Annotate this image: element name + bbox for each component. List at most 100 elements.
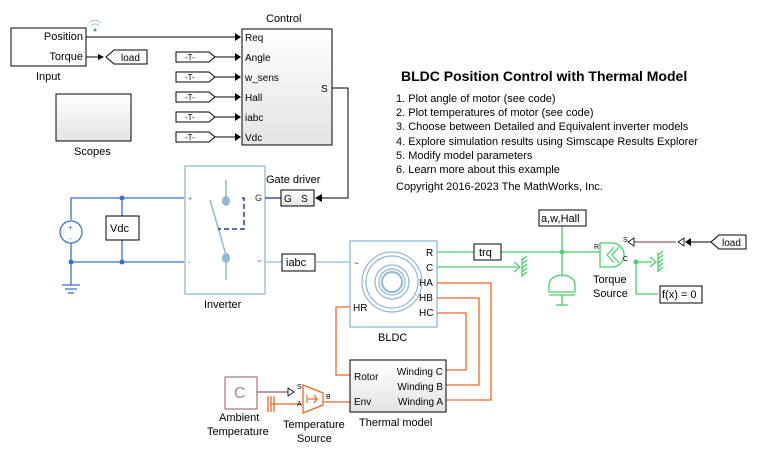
- torque-source-block[interactable]: R S C: [594, 237, 628, 268]
- instruction-link-1[interactable]: 1. Plot angle of motor (see code): [396, 93, 556, 105]
- signal-logging-icon: [88, 19, 102, 32]
- scopes-block[interactable]: [55, 93, 132, 142]
- scopes-block-label: Scopes: [74, 146, 111, 158]
- input-block[interactable]: Position Torque: [10, 27, 87, 67]
- control-block[interactable]: Req Angle w_sens Hall iabc Vdc S: [241, 28, 333, 146]
- motion-sensor-block[interactable]: a,w,Hall: [538, 209, 587, 227]
- control-port-iabc: iabc: [245, 113, 263, 124]
- inverter-port-ac: ~: [257, 257, 262, 266]
- from-tag-label: -T-: [185, 113, 195, 122]
- trq-sensor-block[interactable]: trq: [473, 243, 502, 261]
- ambient-label-1: Ambient: [219, 412, 259, 424]
- input-port-torque: Torque: [49, 51, 83, 63]
- arrowhead: [235, 93, 241, 101]
- from-tag-block[interactable]: -T-: [175, 51, 216, 63]
- temp-source-label-1: Temperature: [283, 419, 345, 431]
- bldc-motor-block[interactable]: ~ R C HA HB HC HR: [349, 240, 438, 328]
- control-port-angle: Angle: [245, 53, 271, 64]
- inertia-icon[interactable]: [548, 274, 576, 306]
- from-tag-block[interactable]: -T-: [175, 71, 216, 83]
- ground-icon: [62, 284, 80, 294]
- from-tag-label: -T-: [185, 133, 195, 142]
- junction-dot: [119, 259, 125, 265]
- junction-dot: [68, 259, 74, 265]
- temp-source-label-2: Source: [297, 433, 332, 445]
- ps-port-icon: [287, 387, 295, 397]
- from-tag-label: -T-: [185, 93, 195, 102]
- temp-source-port-s: S: [297, 384, 302, 391]
- instruction-link-3[interactable]: 3. Choose between Detailed and Equivalen…: [396, 121, 689, 134]
- trq-label: trq: [479, 247, 492, 259]
- arrowhead: [315, 194, 322, 202]
- junction-dot: [633, 259, 639, 265]
- dc-voltage-source-icon[interactable]: [59, 220, 83, 244]
- from-tag-block[interactable]: -T-: [175, 131, 216, 143]
- arrowhead: [98, 54, 104, 60]
- instruction-link-6[interactable]: 6. Learn more about this example: [396, 164, 560, 177]
- from-tag-label: -T-: [185, 73, 195, 82]
- arrowhead: [235, 73, 241, 81]
- bldc-port-ha: HA: [419, 278, 433, 289]
- vdc-sensor-block[interactable]: Vdc: [105, 215, 140, 241]
- ambient-temperature-block[interactable]: C: [224, 376, 258, 410]
- gate-driver-port-g: G: [284, 194, 292, 205]
- control-port-s: S: [321, 84, 328, 95]
- ambient-label-2: Temperature: [207, 426, 269, 438]
- thermal-model-label: Thermal model: [359, 417, 432, 429]
- input-port-position: Position: [44, 31, 83, 43]
- thermal-wires[interactable]: [323, 282, 492, 403]
- torque-source-port-r: R: [594, 244, 599, 251]
- from-tag-block[interactable]: -T-: [175, 91, 216, 103]
- thermal-port-winding-c: Winding C: [397, 367, 443, 378]
- from-load-block[interactable]: load: [710, 234, 747, 250]
- inverter-port-g: G: [255, 193, 262, 203]
- gate-driver-block[interactable]: G S: [280, 189, 315, 207]
- instruction-list: 1. Plot angle of motor (see code) 2. Plo…: [396, 92, 698, 177]
- thermal-port-rotor: Rotor: [354, 372, 379, 383]
- copyright-text: Copyright 2016-2023 The MathWorks, Inc.: [396, 181, 603, 193]
- junction-dot: [119, 195, 125, 201]
- goto-load-block[interactable]: load: [105, 49, 148, 65]
- arrowhead: [235, 33, 241, 41]
- thermal-port-winding-a: Winding A: [398, 397, 443, 408]
- torque-source-port-s: S: [623, 237, 628, 244]
- solver-config-block[interactable]: f(x) = 0: [659, 285, 703, 304]
- ps-converter-icon: [677, 237, 685, 247]
- gate-driver-label: Gate driver: [266, 174, 321, 186]
- mechanical-reference-icon: [513, 255, 528, 277]
- ps-port-icon: [627, 237, 635, 247]
- bldc-port-hc: HC: [419, 308, 433, 319]
- mechanical-reference-icon: [649, 250, 664, 272]
- arrowhead: [235, 113, 241, 121]
- control-block-label: Control: [266, 13, 301, 25]
- temp-source-port-a: A: [297, 401, 302, 408]
- bldc-port-hr: HR: [353, 303, 367, 314]
- torque-source-label-1: Torque: [593, 274, 627, 286]
- constant-icon: C: [234, 385, 246, 402]
- thermal-port-env: Env: [354, 397, 371, 408]
- thermal-model-block[interactable]: Rotor Env Winding C Winding B Winding A: [349, 359, 447, 413]
- control-port-req: Req: [245, 33, 263, 44]
- gate-driver-port-s: S: [301, 194, 308, 205]
- wire-control-gate[interactable]: [318, 87, 349, 199]
- inverter-block[interactable]: + - G ~: [184, 165, 266, 295]
- temp-source-port-b: B: [326, 394, 331, 401]
- arrowhead: [235, 53, 241, 61]
- instruction-link-4[interactable]: 4. Explore simulation results using Sims…: [396, 135, 699, 148]
- goto-load-label: load: [121, 53, 140, 64]
- instruction-link-5[interactable]: 5. Modify model parameters: [396, 149, 533, 162]
- bldc-port-r: R: [426, 248, 433, 259]
- temperature-source-block[interactable]: S A B: [297, 384, 331, 414]
- control-port-vdc: Vdc: [245, 133, 262, 144]
- minus-sign: -: [69, 234, 72, 243]
- bldc-port-c: C: [426, 263, 433, 274]
- motion-sensor-label: a,w,Hall: [541, 213, 580, 225]
- from-tag-block[interactable]: -T-: [175, 111, 216, 123]
- control-port-w-sens: w_sens: [244, 73, 279, 84]
- control-port-hall: Hall: [245, 93, 262, 104]
- bldc-label: BLDC: [378, 332, 407, 344]
- iabc-label: iabc: [286, 257, 307, 269]
- iabc-sensor-block[interactable]: iabc: [281, 253, 316, 272]
- instruction-link-2[interactable]: 2. Plot temperatures of motor (see code): [396, 107, 594, 120]
